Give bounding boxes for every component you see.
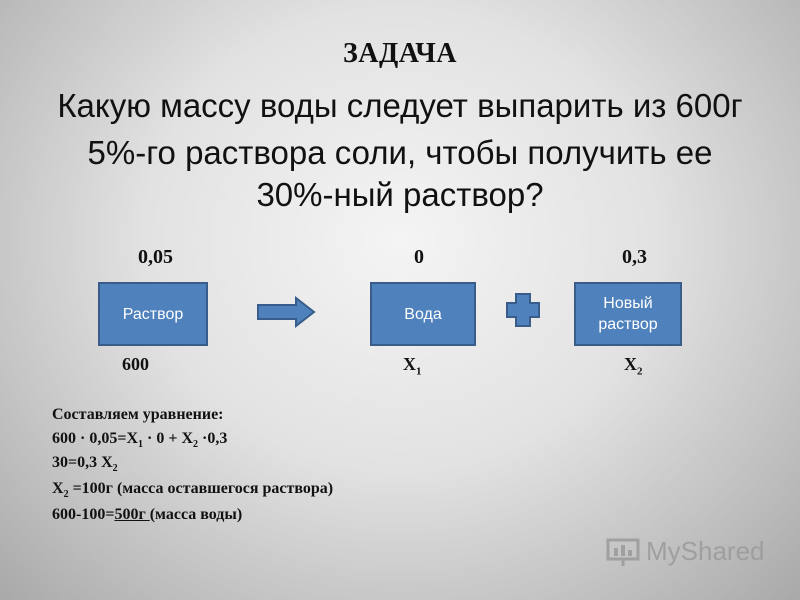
equation-heading: Составляем уравнение: [52,406,224,423]
box-new-solution: Новый раствор [574,282,682,346]
coefficient-new-solution: 0,3 [622,246,647,268]
coefficient-water: 0 [414,246,424,268]
question-line-2: 5%-го раствора соли, чтобы получить ее [87,134,713,171]
mass-new-solution: X2 [624,354,643,378]
question-line-3: 30%-ный раствор? [256,176,544,213]
box-water: Вода [370,282,476,346]
coefficient-solution: 0,05 [138,246,173,268]
question-line-1: Какую массу воды следует выпарить из 600… [57,87,743,124]
answer-underlined: 500г [114,506,150,523]
box-solution: Раствор [98,282,208,346]
box-new-solution-label: Новый раствор [598,295,658,333]
equation-line-4: 600-100=500г (масса воды) [52,506,243,523]
right-arrow-icon [257,296,316,328]
presentation-board-icon [606,538,640,566]
watermark-text: MyShared [646,536,765,566]
mass-water: X1 [403,354,422,378]
equation-line-3: X2 =100г (масса оставшегося раствора) [52,480,334,501]
slide-title: ЗАДАЧА [342,38,457,69]
equation-line-2: 30=0,3 X2 [52,454,118,475]
plus-icon [506,293,540,327]
watermark: MyShared [606,536,765,567]
mass-solution: 600 [122,354,149,374]
equation-line-1: 600 · 0,05=X1 · 0 + X2 ·0,3 [52,430,228,451]
